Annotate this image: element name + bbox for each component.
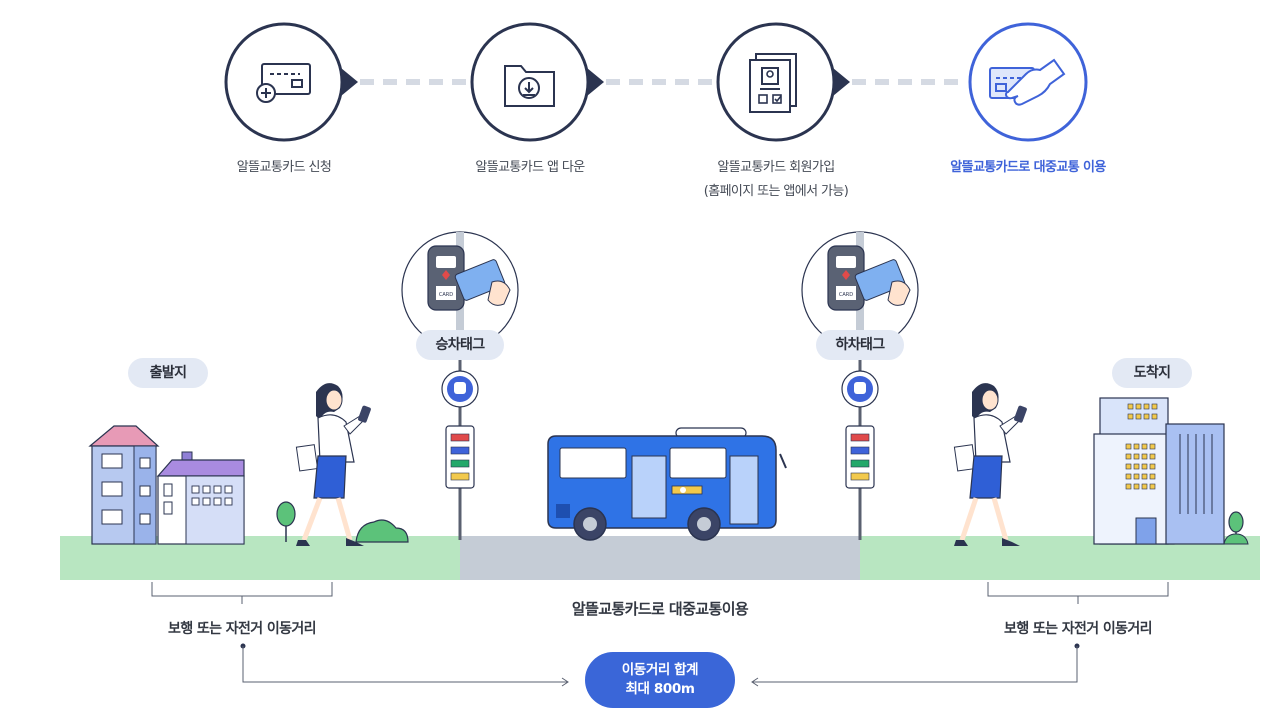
arrow-right-to-total xyxy=(751,643,1080,687)
woman-walking-left xyxy=(295,383,371,546)
card-apply-icon xyxy=(224,22,358,142)
step-label-1: 알뜰교통카드 신청 xyxy=(236,160,332,175)
board-tag-badge: 승차태그 xyxy=(416,330,504,360)
step-label-4: 알뜰교통카드로 대중교통 이용 xyxy=(950,160,1106,175)
total-distance-value: 최대 800m xyxy=(625,681,695,697)
tree-icon xyxy=(1223,511,1249,545)
card-use-icon xyxy=(968,22,1088,142)
bus-illustration xyxy=(547,427,787,541)
tree-icon xyxy=(276,501,296,542)
house-illustration xyxy=(88,425,245,545)
bus-stop-right xyxy=(841,300,879,540)
distance-bracket-left xyxy=(151,582,333,604)
step-sublabel-3: (홈페이지 또는 앱에서 가능) xyxy=(703,184,849,199)
total-distance-badge: 이동거리 합계 최대 800m xyxy=(585,652,735,708)
alight-tag-badge: 하차태그 xyxy=(816,330,904,360)
step-flow-graphics xyxy=(224,22,1088,142)
step-label-3: 알뜰교통카드 회원가입 xyxy=(717,160,835,175)
end-place-badge: 도착지 xyxy=(1112,358,1192,388)
transit-distance-label: 알뜰교통카드로 대중교통이용 xyxy=(571,600,749,618)
reader-card-label: CARD xyxy=(839,292,853,298)
reader-card-label: CARD xyxy=(439,292,453,298)
bush-icon xyxy=(355,519,409,543)
card-reader-right: CARD xyxy=(801,231,919,349)
total-distance-title: 이동거리 합계 xyxy=(621,662,699,678)
road xyxy=(460,536,860,580)
distance-bracket-right xyxy=(987,582,1169,604)
step-label-2: 알뜰교통카드 앱 다운 xyxy=(475,160,585,175)
office-building-illustration xyxy=(1093,397,1225,545)
walk-distance-left-label: 보행 또는 자전거 이동거리 xyxy=(168,621,317,637)
member-signup-icon xyxy=(716,22,850,142)
start-place-badge: 출발지 xyxy=(128,358,208,388)
woman-walking-right xyxy=(953,383,1027,546)
app-download-icon xyxy=(470,22,604,142)
arrow-left-to-total xyxy=(240,643,569,687)
walk-distance-right-label: 보행 또는 자전거 이동거리 xyxy=(1004,621,1153,637)
